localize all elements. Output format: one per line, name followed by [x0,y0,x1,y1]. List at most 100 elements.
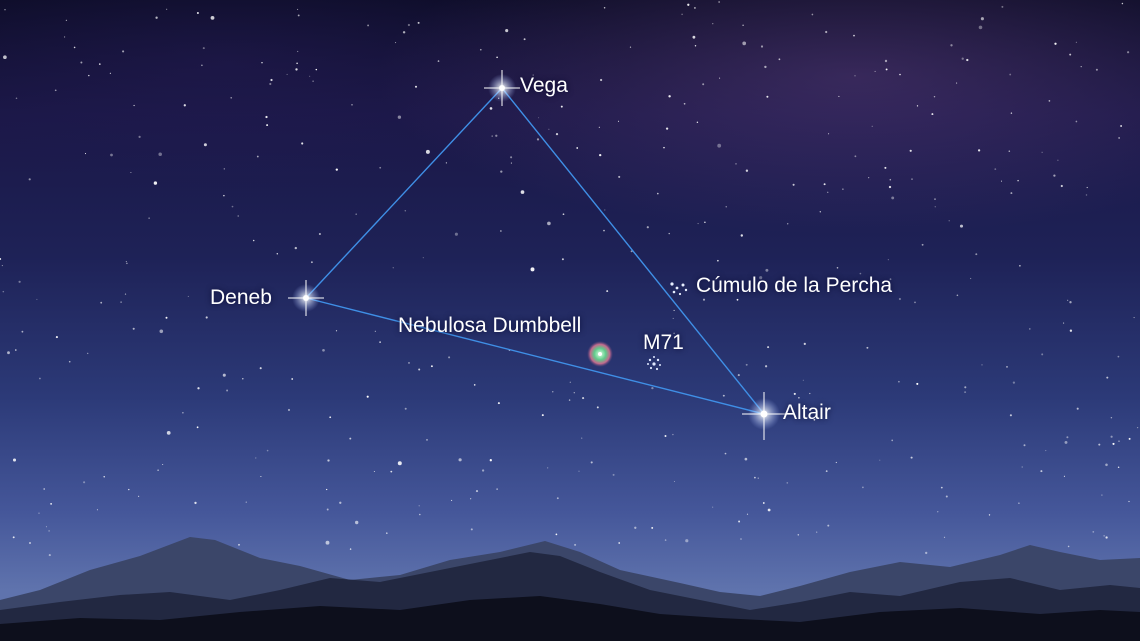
background-star [96,509,98,511]
background-star [598,126,600,128]
background-star [390,470,393,473]
background-star [668,232,670,235]
background-star [651,386,654,390]
background-star [182,412,184,414]
background-star [980,17,984,21]
background-star [943,536,946,538]
background-star [555,533,558,536]
background-star [458,458,462,462]
background-star [1001,180,1002,182]
background-star [854,155,857,158]
background-star [201,64,203,67]
background-star [1041,151,1043,153]
background-star [1010,112,1013,114]
background-star [83,481,86,484]
background-star [1085,194,1088,196]
background-star [704,221,706,224]
background-star [581,437,583,439]
background-star [36,298,38,300]
background-star [339,501,342,504]
background-star [1057,159,1059,161]
deneb-altair-line [305,297,765,415]
background-star [940,486,943,489]
background-star [259,367,262,370]
background-star [223,194,225,197]
background-star [87,352,89,355]
background-star [1103,535,1105,537]
background-star [366,395,369,398]
background-star [764,65,767,69]
background-star [1095,68,1098,71]
background-star [536,138,540,141]
background-star [921,243,924,246]
background-star [166,8,168,10]
background-star [910,456,913,459]
background-star [454,232,458,236]
background-star [1060,184,1063,188]
background-star [473,384,476,386]
dumbbell-nebula [587,341,613,367]
background-star [43,488,46,490]
background-star [414,85,418,88]
background-star [1009,73,1012,76]
background-star [618,542,621,544]
background-star [681,13,683,16]
background-star [128,488,130,491]
background-star [159,329,164,334]
background-star [1133,317,1135,319]
background-star [495,134,498,137]
background-star [694,45,697,47]
background-star [888,185,892,189]
background-star [510,156,513,159]
background-star [231,205,234,208]
background-star [673,481,675,482]
background-star [757,477,759,479]
background-star [270,78,273,82]
background-star [475,490,479,493]
background-star [862,486,864,489]
background-star [1069,53,1072,56]
background-star [430,365,433,368]
altair-star [742,392,786,440]
background-star [110,153,113,157]
background-star [606,290,609,293]
background-star [803,342,806,346]
background-star [809,392,811,395]
background-star [525,328,528,331]
background-star [261,62,263,64]
background-star [15,349,17,351]
background-star [418,505,420,507]
background-star [122,50,125,53]
background-star [898,380,900,383]
background-star [276,253,279,255]
background-star [578,470,580,472]
background-star [196,11,199,15]
background-star [187,295,189,297]
background-star [555,133,559,136]
background-star [988,514,991,516]
vega-altair-line [501,87,765,415]
background-star [238,543,240,546]
background-star [931,113,934,116]
background-star [977,149,981,152]
background-star [1076,407,1079,410]
background-star [562,213,565,216]
background-star [828,133,830,135]
background-star [124,293,127,295]
background-star [697,223,699,225]
background-star [925,551,928,555]
background-star [1069,301,1072,304]
deneb-label: Deneb [210,286,272,309]
background-star [1121,2,1124,5]
background-star [1041,353,1044,356]
background-star [327,459,330,462]
background-star [657,192,659,195]
background-star [1128,500,1130,503]
background-star [419,513,421,516]
background-star [561,258,564,261]
background-star [787,223,789,225]
background-star [287,408,291,412]
background-star [712,23,714,25]
background-star [599,78,603,82]
background-star [28,178,31,181]
